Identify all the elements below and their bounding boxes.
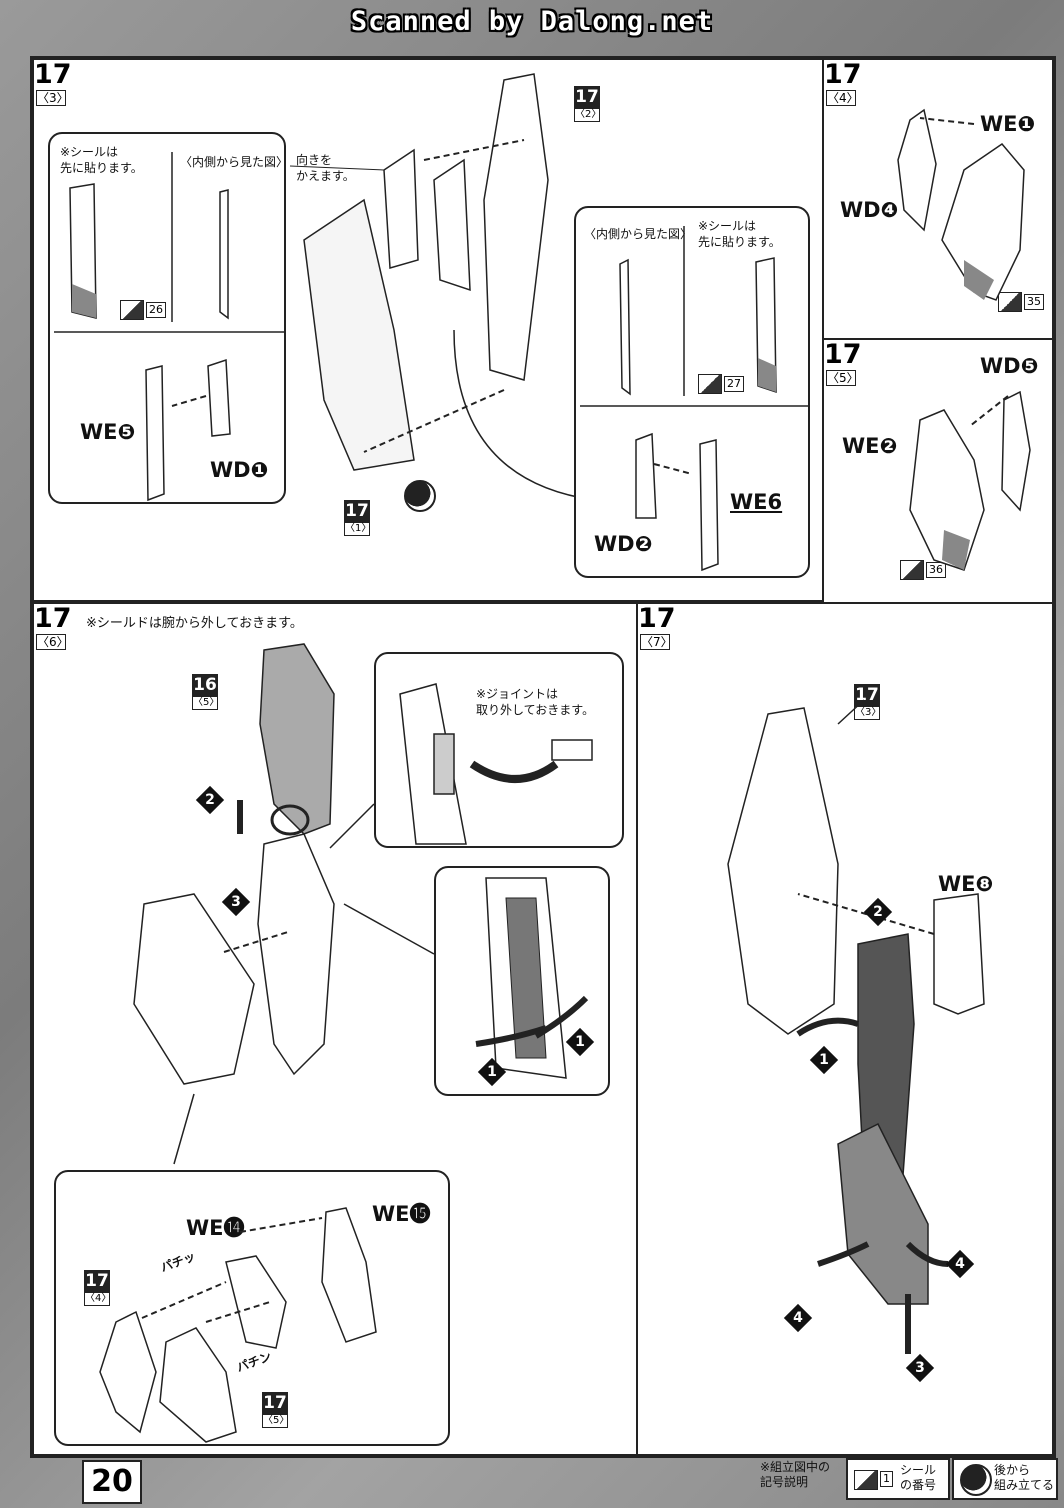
instruction-sheet: 17 〈3〉 ※シールは 先に貼ります。 〈内側から見た図〉 26 WE❺ WD… (30, 56, 1056, 1458)
ref-tag-16-5: 16〈5〉 (192, 674, 220, 710)
legend-seal-number: 1 (880, 1471, 893, 1487)
seal-number-36: 36 (926, 562, 946, 578)
seal-first-note: ※シールは 先に貼ります。 (60, 145, 143, 175)
slide-detail-bubble: 1 1 (434, 866, 610, 1096)
assembly-drawing-17-7 (727, 699, 985, 1354)
inner-view-caption: 〈内側から見た図〉 (180, 155, 289, 169)
inner-view-caption-2: 〈内側から見た図〉 (584, 227, 693, 241)
ref-tag-17-2: 17〈2〉 (574, 86, 602, 122)
seal-number-26: 26 (146, 302, 166, 318)
assembly-drawing-17-3 (289, 73, 595, 501)
part-label-wd2: WD❷ (594, 532, 653, 556)
joint-note: ※ジョイントは 取り外しておきます。 (476, 687, 595, 717)
part-label-wd4: WD❹ (840, 198, 899, 222)
seal-icon (698, 374, 722, 394)
seal-icon (998, 292, 1022, 312)
panel-step-17-3: 17 〈3〉 ※シールは 先に貼ります。 〈内側から見た図〉 26 WE❺ WD… (32, 58, 824, 602)
legend-seal-box: 1 シール の番号 (846, 1458, 950, 1500)
part-label-we1: WE❶ (980, 112, 1036, 136)
step-arrow-4: 4 (783, 1303, 813, 1333)
slide-detail-drawing (475, 877, 589, 1079)
part-label-we6: WE6 (730, 490, 783, 514)
assemble-later-icon (960, 1464, 992, 1496)
ref-tag-17-4: 17〈4〉 (84, 1270, 112, 1306)
step-label: 17 〈6〉 (34, 603, 72, 650)
panel-step-17-6: 17 〈6〉 ※シールドは腕から外しておきます。 16〈5〉 ※ジョイントは 取… (32, 602, 638, 1456)
legend-later-text: 後から 組み立てる (994, 1463, 1055, 1492)
seal-number-27: 27 (724, 376, 744, 392)
page-number: 20 (82, 1460, 142, 1504)
shield-note: ※シールドは腕から外しておきます。 (86, 616, 303, 631)
seal-number-35: 35 (1024, 294, 1044, 310)
assembly-drawing-17-4 (897, 108, 1025, 301)
assembly-drawing-17-6 (133, 643, 435, 1165)
step-label: 17 〈3〉 (34, 59, 72, 106)
step-label: 17 〈7〉 (638, 603, 676, 650)
wing-detail-drawing (99, 1207, 377, 1443)
detail-drawing-right (580, 226, 808, 572)
seal-icon (120, 300, 144, 320)
assembly-drawing-17-5 (909, 390, 1031, 571)
detail-bubble-right: 〈内側から見た図〉 ※シールは 先に貼ります。 27 WD❷ WE6 (574, 206, 810, 578)
part-label-we8: WE❽ (938, 872, 994, 896)
wing-detail-bubble: WE⓮ WE⓯ パチッ パチン 17〈4〉 17〈5〉 (54, 1170, 450, 1446)
seal-icon (854, 1470, 878, 1490)
step-arrow-2: 2 (863, 897, 893, 927)
step-label: 17 〈4〉 (824, 59, 862, 106)
scan-watermark: Scanned by Dalong.net (350, 6, 714, 37)
detail-bubble-left: ※シールは 先に貼ります。 〈内側から見た図〉 26 WE❺ WD❶ (48, 132, 289, 504)
part-label-wd5: WD❺ (980, 354, 1039, 378)
turn-note: 向きを かえます。 (296, 153, 355, 183)
symbol-legend: ※組立図中の 記号説明 1 シール の番号 後から 組み立てる (760, 1456, 1058, 1500)
seal-icon (900, 560, 924, 580)
step-arrow-1: 1 (809, 1045, 839, 1075)
step-arrow-4: 4 (945, 1249, 975, 1279)
detail-drawing-left (54, 152, 284, 502)
step-arrow-3: 3 (905, 1353, 935, 1383)
joint-detail-drawing (399, 683, 593, 845)
panel-step-17-5: 17 〈5〉 WD❺ WE❷ 36 (822, 338, 1054, 604)
ref-tag-17-5: 17〈5〉 (262, 1392, 290, 1428)
assemble-later-icon (404, 480, 436, 512)
part-label-we15: WE⓯ (372, 1202, 431, 1226)
panel-step-17-4: 17 〈4〉 WE❶ WD❹ 35 (822, 58, 1054, 340)
legend-title: ※組立図中の 記号説明 (760, 1460, 831, 1489)
seal-first-note-2: ※シールは 先に貼ります。 (698, 219, 781, 249)
ref-tag-17-1: 17〈1〉 (344, 500, 372, 536)
part-label-we14: WE⓮ (186, 1216, 245, 1240)
legend-later-box: 後から 組み立てる (952, 1458, 1058, 1500)
joint-detail-bubble: ※ジョイントは 取り外しておきます。 (374, 652, 624, 848)
part-label-we2: WE❷ (842, 434, 898, 458)
step-label: 17 〈5〉 (824, 339, 862, 386)
part-label-wd1: WD❶ (210, 458, 269, 482)
legend-seal-text: シール の番号 (900, 1463, 937, 1492)
ref-tag-17-3: 17〈3〉 (854, 684, 882, 720)
panel-step-17-7: 17 〈7〉 17〈3〉 WE❽ 2 1 4 4 3 (636, 602, 1054, 1456)
part-label-we5: WE❺ (80, 420, 136, 444)
